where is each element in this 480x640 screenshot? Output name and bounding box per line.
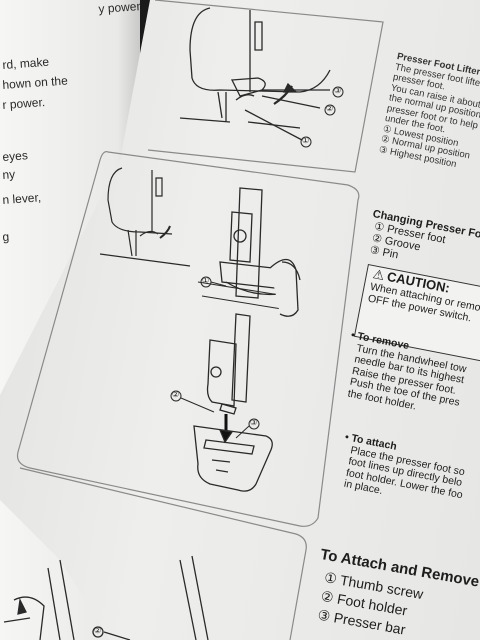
panel-border-1: [147, 0, 384, 173]
figure-foot-holder: [193, 313, 273, 492]
figure-2-callouts: [200, 276, 227, 288]
figure-presser-lifter: [179, 7, 331, 141]
callout-fig2b-2: ②: [172, 390, 180, 399]
figure-1-callouts: [300, 86, 344, 148]
callout-fig3-2: ②: [94, 626, 102, 635]
callout-fig1-3: ③: [334, 86, 342, 95]
figure-presser-foot-detail: [197, 187, 301, 317]
callout-fig1-2: ②: [326, 104, 334, 113]
figure-machine-small: [99, 167, 191, 267]
callout-fig1-1: ①: [302, 136, 310, 145]
figure-3-callouts: [170, 390, 260, 439]
panel-border-2: [16, 151, 360, 527]
callout-fig2b-3: ③: [250, 418, 258, 427]
callout-fig2-1: ①: [202, 276, 210, 285]
panel-border-3: [19, 467, 307, 640]
figure-attach-remove: [3, 555, 209, 640]
